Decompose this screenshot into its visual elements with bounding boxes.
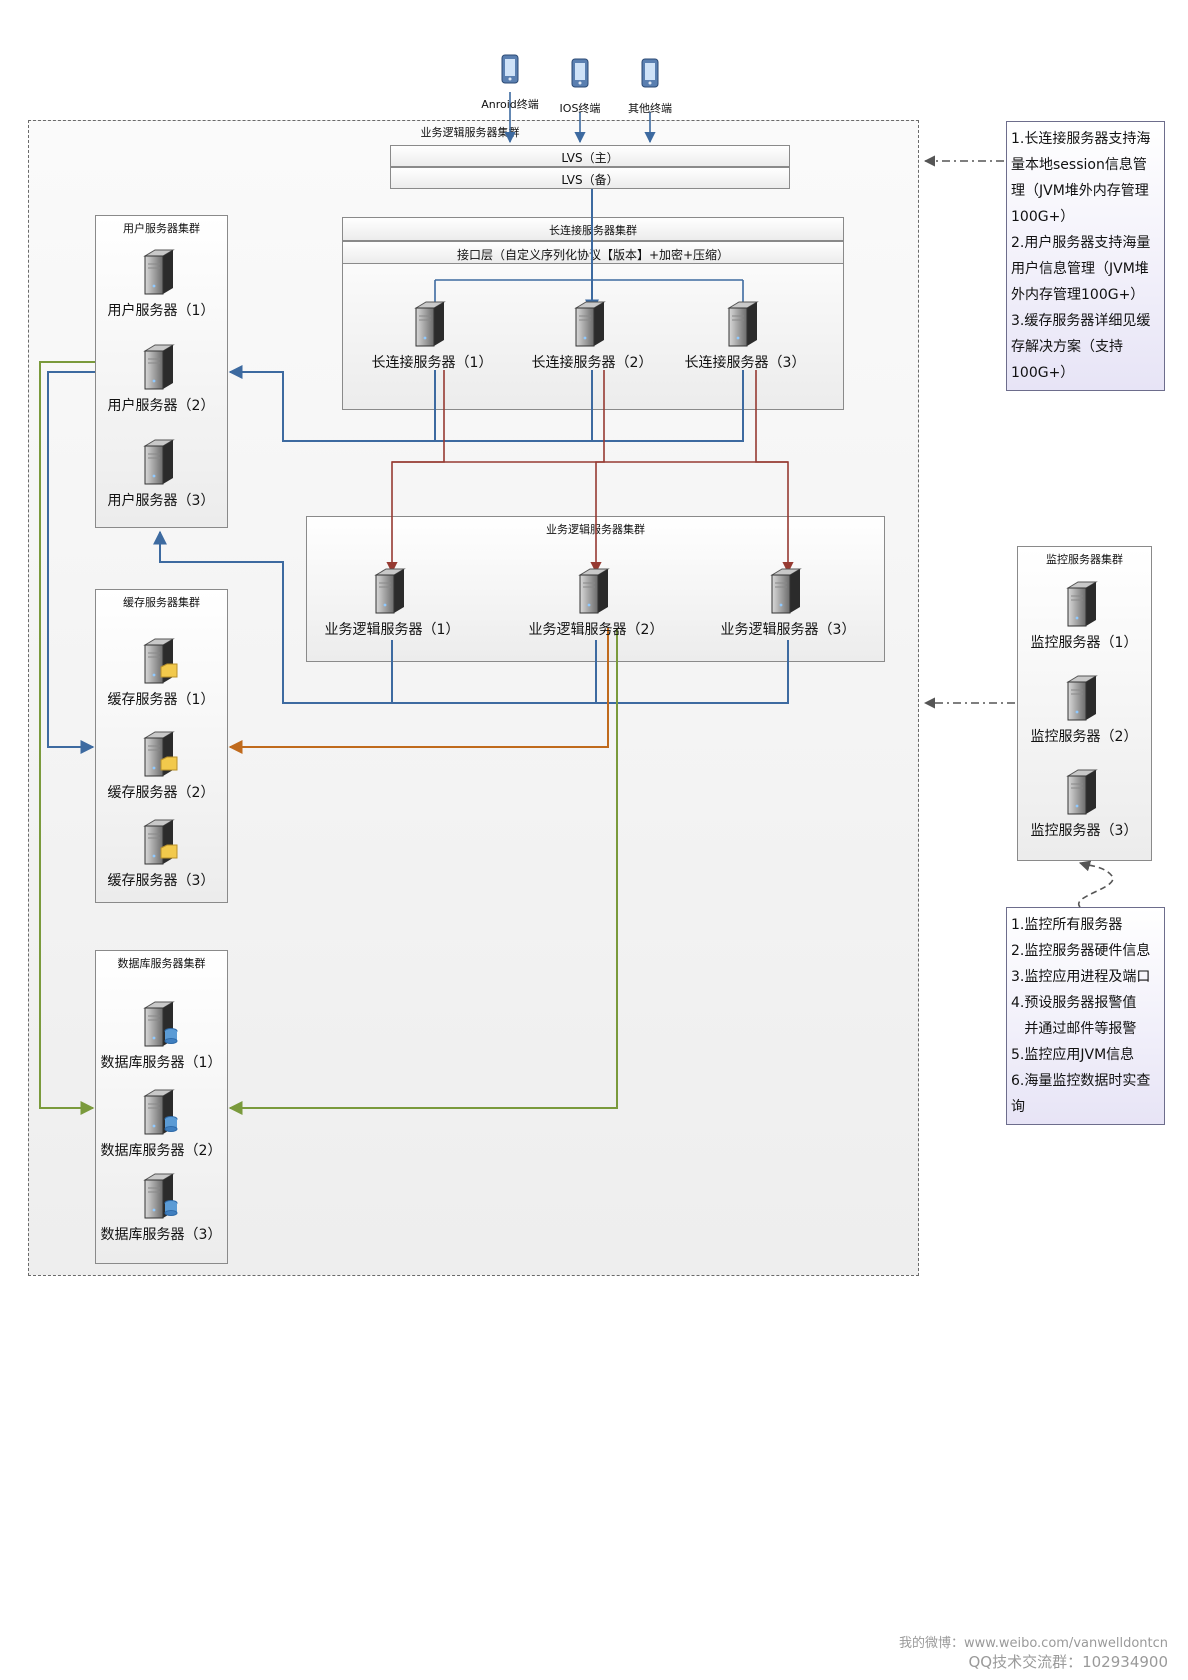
biz-server-label: 业务逻辑服务器（1） [324,622,460,638]
server-icon[interactable] [766,567,810,615]
note-capacity-line: 1.长连接服务器支持海 [1011,131,1151,147]
user-server-label: 用户服务器（3） [107,493,215,509]
cache-cluster-title: 缓存服务器集群 [123,596,200,609]
ios-label: IOS终端 [559,102,601,115]
lvs-primary-label: LVS（主） [561,151,619,165]
user-server-label: 用户服务器（1） [107,303,215,319]
android-label: Anroid终端 [481,98,539,111]
interface-layer-bar [342,241,844,264]
server-icon[interactable] [1062,768,1106,816]
long-conn-server-label: 长连接服务器（3） [684,355,806,371]
note-capacity-line: 存解决方案（支持 [1011,339,1123,355]
server-icon[interactable] [570,300,614,348]
note-monitoring-line: 并通过邮件等报警 [1011,1021,1137,1037]
server-icon[interactable] [723,300,767,348]
note-monitoring-line: 3.监控应用进程及端口 [1011,969,1151,985]
server-icon[interactable] [139,248,183,296]
note-monitoring: 1.监控所有服务器 2.监控服务器硬件信息 3.监控应用进程及端口 4.预设服务… [1006,907,1165,1125]
lvs-backup-label: LVS（备） [561,173,619,187]
server-icon[interactable] [370,567,414,615]
note-capacity-line: 理（JVM堆外内存管理 [1011,183,1149,199]
monitor-server-label: 监控服务器（1） [1030,635,1138,651]
monitor-cluster-title: 监控服务器集群 [1046,553,1123,566]
db-server-label: 数据库服务器（3） [100,1227,222,1243]
long-conn-server-label: 长连接服务器（1） [371,355,493,371]
server-icon[interactable] [1062,674,1106,722]
outer-cluster-title: 业务逻辑服务器集群 [420,126,520,139]
other-device-icon [640,58,660,88]
monitor-server-label: 监控服务器（2） [1030,729,1138,745]
note-monitoring-line: 1.监控所有服务器 [1011,917,1123,933]
android-device-icon [500,54,520,84]
long-conn-title: 长连接服务器集群 [549,224,637,237]
cache-server-label: 缓存服务器（2） [107,785,215,801]
note-capacity-line: 100G+） [1011,209,1075,225]
monitor-server-label: 监控服务器（3） [1030,823,1138,839]
note-capacity-line: 用户信息管理（JVM堆 [1011,261,1149,277]
watermark-qq: QQ技术交流群：102934900 [968,1653,1168,1671]
note-capacity: 1.长连接服务器支持海 量本地session信息管 理（JVM堆外内存管理 10… [1006,121,1165,391]
server-icon[interactable] [139,730,183,778]
biz-server-label: 业务逻辑服务器（2） [528,622,664,638]
server-icon[interactable] [574,567,618,615]
lvs-primary-box[interactable] [390,145,790,167]
server-icon[interactable] [139,1172,183,1220]
long-conn-server-label: 长连接服务器（2） [531,355,653,371]
note-monitoring-line: 6.海量监控数据时实查 [1011,1073,1151,1089]
user-server-label: 用户服务器（2） [107,398,215,414]
db-cluster-title: 数据库服务器集群 [117,957,206,970]
note-capacity-line: 100G+） [1011,365,1075,381]
watermark-weibo: 我的微博：www.weibo.com/vanwelldontcn [898,1636,1168,1651]
server-icon[interactable] [139,637,183,685]
long-conn-title-bar [342,217,844,241]
note-monitoring-line: 询 [1011,1099,1025,1115]
cache-server-label: 缓存服务器（3） [107,873,215,889]
note-capacity-line: 3.缓存服务器详细见缓 [1011,313,1151,329]
note-capacity-line: 量本地session信息管 [1011,157,1147,173]
ios-device-icon [570,58,590,88]
note-capacity-line: 2.用户服务器支持海量 [1011,235,1151,251]
db-server-label: 数据库服务器（1） [100,1055,222,1071]
server-icon[interactable] [1062,580,1106,628]
interface-layer-label: 接口层（自定义序列化协议【版本】+加密+压缩） [456,248,730,262]
server-icon[interactable] [139,1000,183,1048]
cache-server-label: 缓存服务器（1） [107,692,215,708]
note-monitoring-line: 4.预设服务器报警值 [1011,995,1137,1011]
note-capacity-line: 外内存管理100G+） [1011,287,1145,303]
lvs-backup-box[interactable] [390,167,790,189]
server-icon[interactable] [410,300,454,348]
edge-note-monitor [1077,860,1114,908]
note-monitoring-line: 2.监控服务器硬件信息 [1011,943,1151,959]
server-icon[interactable] [139,818,183,866]
user-cluster-title: 用户服务器集群 [123,222,200,235]
server-icon[interactable] [139,438,183,486]
biz-cluster-title: 业务逻辑服务器集群 [546,523,645,536]
db-server-label: 数据库服务器（2） [100,1143,222,1159]
note-monitoring-line: 5.监控应用JVM信息 [1011,1047,1135,1063]
other-label: 其他终端 [628,102,672,115]
server-icon[interactable] [139,343,183,391]
server-icon[interactable] [139,1088,183,1136]
biz-server-label: 业务逻辑服务器（3） [720,622,856,638]
